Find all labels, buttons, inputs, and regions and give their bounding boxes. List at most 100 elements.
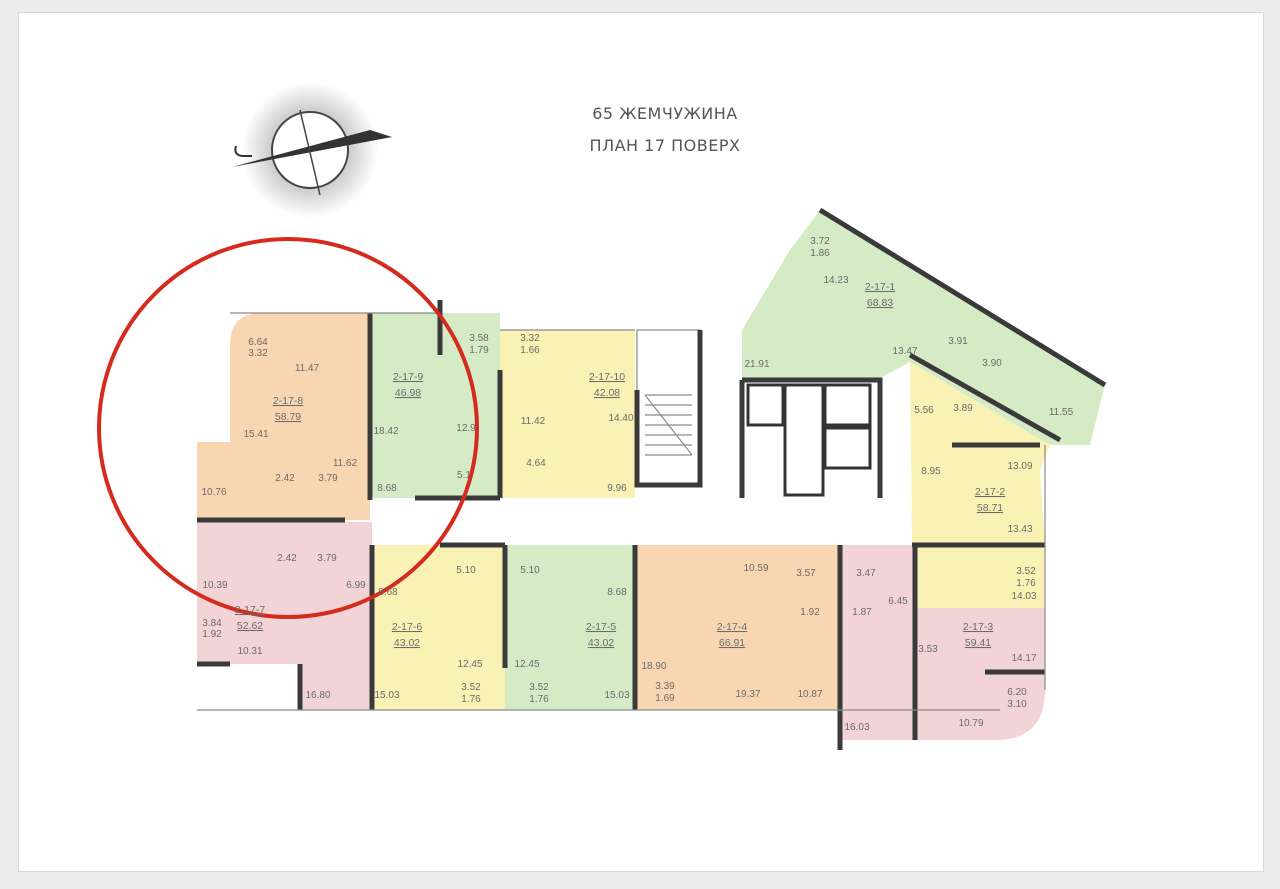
apartment-total-area: 59.41: [965, 637, 991, 649]
room-area-label: 6.99: [346, 580, 366, 591]
room-area-label: 18.42: [373, 426, 398, 437]
room-area-label: 10.31: [237, 646, 262, 657]
highlight-circle: [97, 237, 479, 619]
room-area-label: 8.68: [607, 587, 627, 598]
room-area-label: 1.79: [469, 345, 489, 356]
compass-icon: [232, 82, 392, 218]
room-area-label: 10.76: [201, 487, 226, 498]
room-area-label: 8.95: [921, 466, 941, 477]
room-area-label: 8.68: [377, 483, 397, 494]
walls: [197, 207, 1107, 750]
apartment-total-area: 52.62: [237, 620, 263, 632]
apartment-number: 2-17-9: [393, 371, 424, 383]
room-area-label: 11.47: [295, 363, 320, 374]
room-area-label: 5.1: [457, 470, 471, 481]
apartment-2-17-8-area[interactable]: [197, 313, 370, 520]
room-area-label: 3.52: [529, 682, 549, 693]
room-area-label: 10.87: [797, 689, 822, 700]
room-area-label: 1.76: [1016, 578, 1036, 589]
apartment-2-17-9-area[interactable]: [372, 313, 500, 498]
room-area-label: 13.09: [1007, 461, 1032, 472]
room-area-label: 5.10: [456, 565, 476, 576]
room-area-label: 3.91: [948, 336, 968, 347]
room-area-label: 3.39: [655, 681, 675, 692]
room-area-label: 2.42: [277, 553, 297, 564]
apartment-total-area: 58.79: [275, 411, 301, 423]
apartment-total-area: 58.71: [977, 502, 1003, 514]
room-area-label: 6.20: [1007, 687, 1027, 698]
room-area-label: 1.76: [529, 694, 549, 705]
apartment-number: 2-17-7: [235, 604, 266, 616]
apartment-number: 2-17-4: [717, 621, 748, 633]
room-area-label: 16.80: [305, 690, 330, 701]
apartment-number: 2-17-2: [975, 486, 1006, 498]
room-area-label: 11.62: [333, 458, 358, 469]
room-area-label: 11.42: [521, 416, 546, 427]
room-area-label: 1.86: [810, 248, 830, 259]
room-area-label: 8.68: [378, 587, 398, 598]
room-area-label: 3.84: [202, 618, 222, 629]
apartment-2-17-5-area[interactable]: [505, 545, 635, 710]
room-area-label: 3.79: [318, 473, 338, 484]
room-area-label: 12.45: [457, 659, 482, 670]
room-area-label: 5.10: [520, 565, 540, 576]
room-area-label: 12.9: [456, 423, 476, 434]
apartment-total-area: 43.02: [588, 637, 614, 649]
room-area-label: 6.45: [888, 596, 908, 607]
room-area-label: 13.47: [892, 346, 917, 357]
room-area-label: 14.40: [608, 413, 633, 424]
room-area-label: 15.03: [374, 690, 399, 701]
apartment-number: 2-17-1: [865, 281, 896, 293]
room-area-label: 14.17: [1011, 653, 1036, 664]
room-area-label: 3.32: [248, 348, 268, 359]
room-area-label: 1.92: [800, 607, 820, 618]
room-area-label: 3.52: [1016, 566, 1036, 577]
apartment-total-area: 68.83: [867, 297, 893, 309]
stair-core: [634, 329, 883, 498]
apartment-total-area: 43.02: [394, 637, 420, 649]
room-area-label: 3.52: [461, 682, 481, 693]
room-area-label: 21.91: [744, 359, 769, 370]
apartment-total-area: 42.08: [594, 387, 620, 399]
apartment-2-17-1-area[interactable]: [742, 210, 1105, 445]
floor-title: ПЛАН 17 ПОВЕРХ: [589, 136, 741, 155]
apartment-number: 2-17-10: [589, 371, 625, 383]
apartment-number: 2-17-3: [963, 621, 994, 633]
apartment-number: 2-17-8: [273, 395, 304, 407]
room-area-label: 15.41: [243, 429, 268, 440]
room-area-label: 14.03: [1011, 591, 1036, 602]
room-area-label: 9.96: [607, 483, 627, 494]
room-area-label: 16.03: [844, 722, 869, 733]
room-area-label: 10.79: [958, 718, 983, 729]
room-area-label: 14.23: [823, 275, 848, 286]
room-area-label: 3.72: [810, 236, 830, 247]
apartment-2-17-10-area[interactable]: [500, 330, 635, 498]
room-area-label: 3.89: [953, 403, 973, 414]
apartment-total-area: 66.91: [719, 637, 745, 649]
room-area-label: 5.56: [914, 405, 934, 416]
room-area-label: 18.90: [641, 661, 666, 672]
room-area-label: 1.66: [520, 345, 540, 356]
apartment-2-17-6-area[interactable]: [372, 545, 505, 710]
room-area-label: 10.39: [202, 580, 227, 591]
room-area-label: 15.03: [604, 690, 629, 701]
room-area-label: 11.55: [1049, 407, 1074, 418]
room-area-label: 3.79: [317, 553, 337, 564]
room-area-label: 3.53: [918, 644, 938, 655]
room-area-label: 3.57: [796, 568, 816, 579]
apartment-2-17-4-area[interactable]: [637, 545, 840, 710]
apartment-number: 2-17-5: [586, 621, 617, 633]
room-area-label: 3.10: [1007, 699, 1027, 710]
room-area-label: 1.92: [202, 629, 222, 640]
room-area-label: 1.76: [461, 694, 481, 705]
room-area-label: 3.58: [469, 333, 489, 344]
room-area-label: 13.43: [1007, 524, 1032, 535]
apartment-2-17-3-area[interactable]: [840, 545, 1045, 740]
room-area-label: 3.32: [520, 333, 540, 344]
room-area-label: 3.47: [856, 568, 876, 579]
room-area-label: 1.87: [852, 607, 872, 618]
room-area-label: 19.37: [735, 689, 760, 700]
room-area-label: 12.45: [514, 659, 539, 670]
room-area-label: 4.64: [526, 458, 546, 469]
